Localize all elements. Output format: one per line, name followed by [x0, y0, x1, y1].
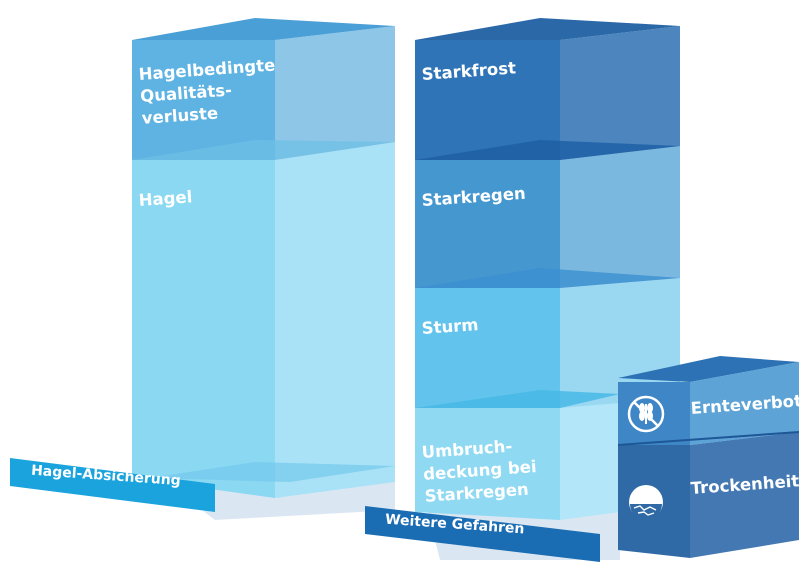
side-cube [617, 356, 799, 558]
right-umbruch-front [415, 408, 560, 520]
side-cube-top [618, 356, 799, 382]
left-column [132, 18, 395, 498]
left-hagel-side [275, 142, 395, 498]
right-starkfrost-side [560, 26, 680, 160]
right-sturm-front [415, 288, 560, 408]
label-line: Hagel [138, 187, 193, 210]
left-quality-side [275, 26, 395, 160]
side-cube-divider [617, 431, 799, 446]
right-divider-2 [415, 268, 680, 288]
label-line: Sturm [421, 315, 480, 338]
label-umbruchdeckung: Umbruch- deckung bei Starkregen [421, 434, 539, 508]
right-umbruch-side [560, 400, 620, 520]
right-divider-1 [415, 140, 680, 160]
ernteverbot-side [690, 362, 799, 445]
label-sturm: Sturm [421, 314, 479, 340]
label-hagelbedingte-qualitaetsverluste: Hagelbedingte Qualitäts- verluste [138, 54, 279, 129]
left-quality-front [132, 40, 275, 160]
no-harvest-icon [627, 395, 665, 433]
weitere-gefahren-banner-bg [365, 506, 600, 562]
hagel-absicherung-banner-bg [10, 458, 215, 512]
right-starkregen-front [415, 160, 560, 288]
left-bottom-plane [150, 462, 395, 482]
left-top-face [132, 18, 395, 40]
right-top-face [415, 18, 680, 40]
trockenheit-side [690, 432, 799, 558]
right-starkregen-side [560, 146, 680, 288]
right-divider-3 [415, 390, 620, 408]
right-starkfrost-front [415, 40, 560, 160]
left-divider-plane [132, 140, 395, 160]
dry-soil-icon [629, 485, 663, 520]
label-hagel: Hagel [138, 186, 193, 212]
right-column [415, 18, 680, 520]
left-hagel-front [132, 160, 275, 498]
